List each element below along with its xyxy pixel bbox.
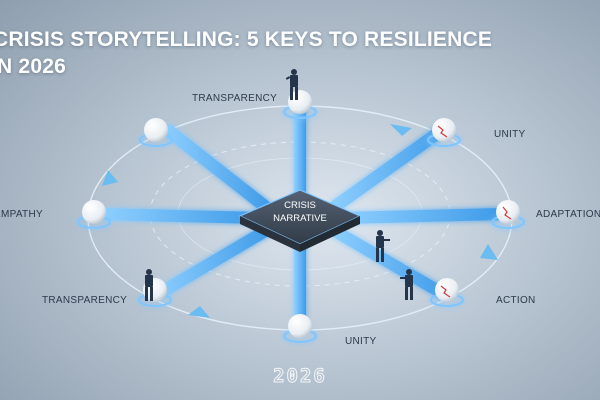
arrow-icon: [390, 124, 412, 136]
arrow-icon: [102, 170, 118, 186]
person-figure: [145, 269, 153, 301]
node-upper-left: [139, 118, 173, 147]
spoke-lower-left: [150, 226, 272, 300]
node-left: [77, 200, 111, 229]
central-hub: [238, 189, 362, 252]
node-label-right: ADAPTATION: [536, 209, 600, 220]
spoke-bottom: [294, 226, 306, 326]
node-right: [491, 200, 525, 229]
node-label-bottom: UNITY: [345, 336, 377, 347]
node-label-upper-right: UNITY: [494, 129, 526, 140]
crack-icon: [502, 206, 512, 220]
person-figure: [285, 69, 298, 100]
spoke-lower-right: [328, 226, 452, 300]
node-top: [283, 90, 317, 119]
spoke-upper-right: [328, 124, 450, 212]
title-line-1: CRISIS STORYTELLING: 5 KEYS TO RESILIENC…: [0, 28, 493, 51]
node-label-top: TRANSPARENCY: [192, 93, 278, 104]
person-figure: [400, 269, 413, 300]
hub-label-line-1: CRISIS: [284, 200, 316, 211]
spoke-left: [100, 208, 260, 224]
node-label-lower-right: ACTION: [496, 295, 536, 306]
crack-icon: [440, 285, 451, 298]
hub-label-line-2: NARRATIVE: [273, 213, 327, 224]
spoke-top: [294, 108, 306, 210]
node-label-left: EMPATHY: [0, 209, 43, 220]
title-line-2: IN 2026: [0, 55, 66, 78]
arrow-icon: [480, 244, 498, 260]
arrow-icon: [188, 306, 210, 318]
spoke-upper-left: [160, 124, 272, 212]
crack-icon: [437, 125, 448, 138]
node-upper-right: [427, 118, 461, 147]
node-lower-left: [138, 278, 172, 307]
person-figure: [376, 230, 390, 262]
footer-year: 2026: [273, 365, 327, 388]
node-lower-right: [430, 278, 464, 307]
spoke-right: [340, 208, 500, 224]
node-label-lower-left: TRANSPARENCY: [42, 295, 128, 306]
node-bottom: [283, 314, 317, 343]
